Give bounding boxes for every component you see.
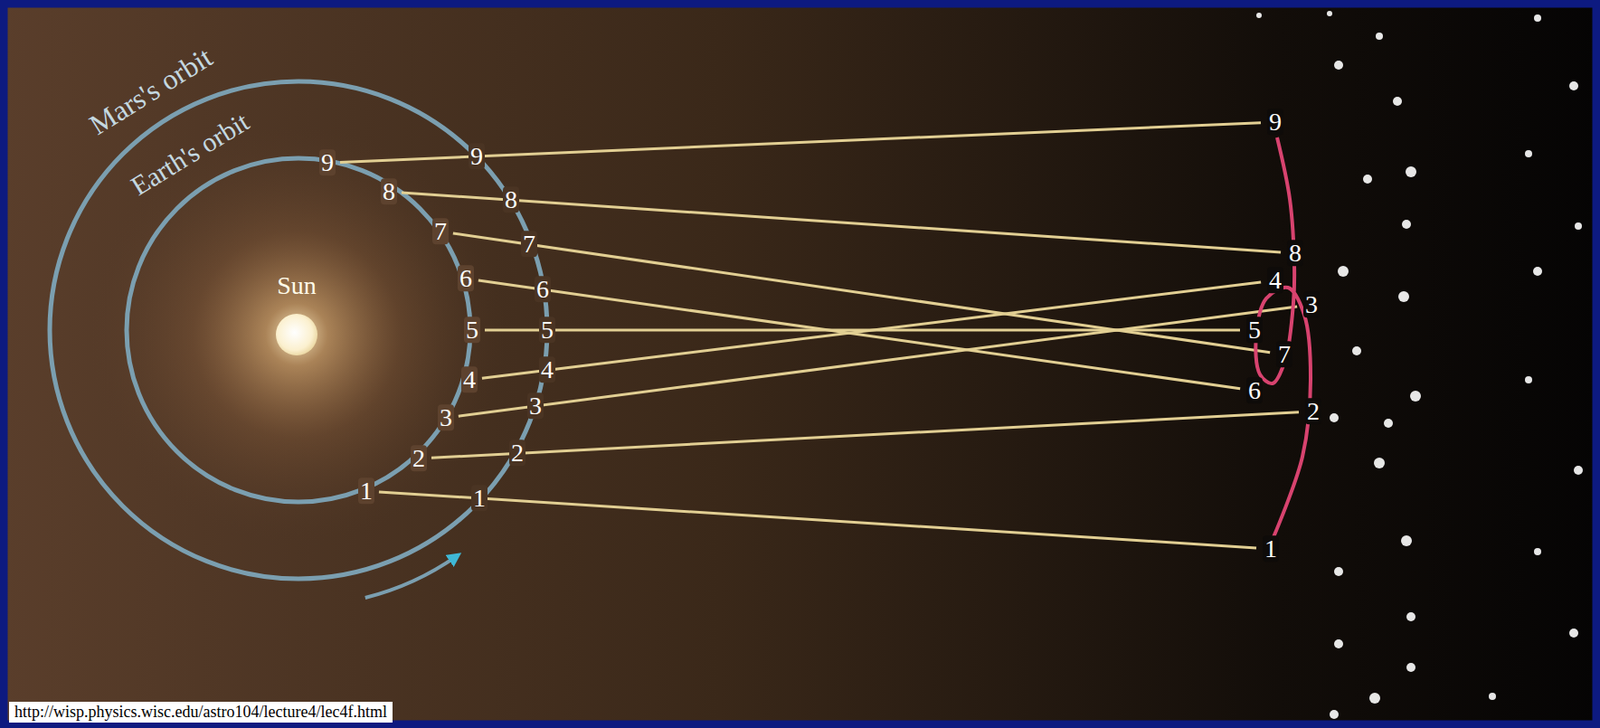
sun-glow — [0, 0, 815, 728]
star — [1256, 12, 1262, 19]
sight-line — [482, 282, 1261, 379]
earth-position-number: 9 — [319, 149, 336, 176]
mars-position-number: 4 — [539, 356, 556, 383]
sun-label: Sun — [276, 272, 317, 299]
star — [1573, 465, 1583, 475]
earth-orbit — [126, 158, 471, 502]
star — [1488, 692, 1496, 701]
sky-position-number: 9 — [1267, 108, 1284, 135]
star — [1398, 291, 1410, 303]
earth-position-number: 6 — [457, 265, 474, 292]
sky-position-number: 7 — [1276, 340, 1293, 368]
mars-position-number: 1 — [471, 484, 488, 512]
mars-position-number: 7 — [520, 230, 538, 257]
star — [1533, 266, 1543, 276]
star — [1392, 96, 1402, 106]
apparent-path — [1255, 137, 1311, 538]
mars-position-number: 5 — [539, 316, 556, 343]
sky-position-number: 4 — [1267, 266, 1284, 294]
earth-position-number: 5 — [463, 316, 481, 343]
star — [1574, 222, 1582, 230]
star — [1334, 60, 1344, 70]
star — [1533, 14, 1542, 22]
sky-position-number: 5 — [1246, 316, 1263, 343]
slide-frame — [3, 3, 1597, 725]
star — [1334, 639, 1344, 649]
star — [1406, 612, 1416, 622]
star — [1405, 166, 1417, 178]
earth-position-number: 3 — [437, 404, 455, 431]
star — [1383, 418, 1393, 428]
orbit-label: Mars's orbit — [84, 41, 218, 141]
sky-position-number: 8 — [1287, 239, 1304, 266]
star — [1326, 10, 1333, 17]
sky-position-number: 3 — [1303, 291, 1320, 318]
star — [1401, 219, 1411, 229]
earth-position-number: 2 — [410, 444, 427, 472]
star — [1334, 567, 1344, 577]
mars-position-number: 8 — [502, 186, 520, 213]
orbit-label: Earth's orbit — [125, 106, 254, 200]
mars-position-number: 3 — [527, 392, 544, 419]
star — [1363, 174, 1373, 184]
sky-position-number: 1 — [1262, 535, 1279, 562]
earth-position-number: 1 — [358, 477, 375, 504]
mars-orbit — [49, 81, 548, 579]
star — [1569, 628, 1579, 638]
star-field — [1256, 10, 1583, 720]
star — [1329, 413, 1339, 423]
star — [1369, 692, 1381, 704]
sky-position-number: 2 — [1305, 397, 1322, 425]
star — [1329, 710, 1339, 720]
star — [1401, 535, 1412, 547]
star — [1373, 457, 1385, 469]
sight-line — [458, 306, 1298, 417]
star — [1524, 376, 1533, 384]
earth-position-number: 8 — [380, 178, 398, 205]
source-url: http://wisp.physics.wisc.edu/astro104/le… — [9, 701, 393, 723]
star — [1533, 548, 1542, 556]
sun-disc — [275, 313, 318, 356]
star — [1375, 32, 1383, 40]
sky-position-number: 6 — [1246, 377, 1263, 404]
star — [1337, 265, 1349, 277]
mars-position-number: 9 — [468, 142, 485, 170]
star — [1569, 81, 1579, 91]
earth-position-number: 7 — [432, 217, 449, 245]
sight-line — [478, 280, 1241, 389]
direction-arrow — [365, 556, 457, 598]
sight-line — [431, 412, 1299, 458]
sight-lines — [340, 123, 1299, 549]
star — [1524, 150, 1533, 158]
star — [1352, 346, 1362, 356]
mars-position-number: 6 — [534, 275, 551, 303]
mars-position-number: 2 — [509, 439, 526, 466]
star — [1406, 662, 1416, 673]
star — [1410, 390, 1421, 402]
sight-line — [378, 492, 1257, 549]
earth-position-number: 4 — [461, 366, 478, 393]
